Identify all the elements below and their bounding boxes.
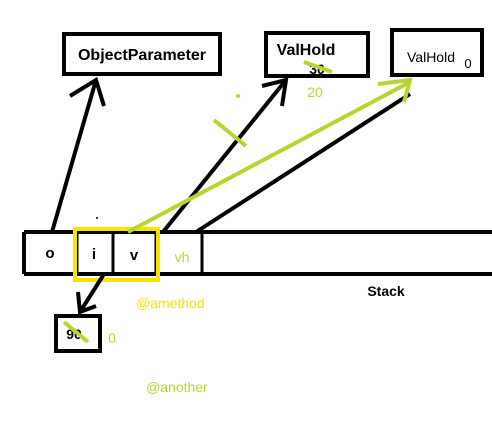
stack-cell-i: i xyxy=(92,246,96,263)
arrow-v-to-valhold-2-old xyxy=(194,92,412,234)
valhold-2-value: 0 xyxy=(464,56,471,71)
annotation-another: @another xyxy=(146,379,208,395)
valhold-1-label: ValHold xyxy=(277,42,336,59)
valhold-1-strike xyxy=(303,60,333,74)
int-box-new-value: 0 xyxy=(108,330,116,346)
cross-out-old-reference xyxy=(212,118,248,148)
int-box-old-value: 90 xyxy=(66,326,82,342)
int-box-strike xyxy=(62,320,90,344)
valhold-2-label: ValHold xyxy=(407,49,455,65)
annotation-amethod: @amethod xyxy=(136,295,205,311)
stack-cell-o: o xyxy=(45,245,54,262)
arrow-v-to-valhold-2 xyxy=(127,77,413,234)
stack-cell-vh: vh xyxy=(175,249,190,265)
valhold-box-2: ValHold 0 xyxy=(390,28,484,77)
ink-dot xyxy=(96,217,98,219)
arrow-o-to-objectparameter xyxy=(50,76,106,233)
highlight-frame xyxy=(73,227,160,282)
int-value-box: 90 xyxy=(54,314,102,353)
stack-cell-v: v xyxy=(130,247,139,264)
stray-dot xyxy=(236,94,240,98)
object-parameter-label: ObjectParameter xyxy=(78,47,206,64)
stack-label: Stack xyxy=(367,283,405,299)
valhold-1-new-value: 20 xyxy=(307,84,323,100)
valhold-box-1: ValHold 30 xyxy=(264,31,370,78)
arrow-vh-to-valhold xyxy=(161,77,289,234)
arrow-i-to-int-box xyxy=(76,272,106,315)
object-parameter-box: ObjectParameter xyxy=(62,32,222,76)
